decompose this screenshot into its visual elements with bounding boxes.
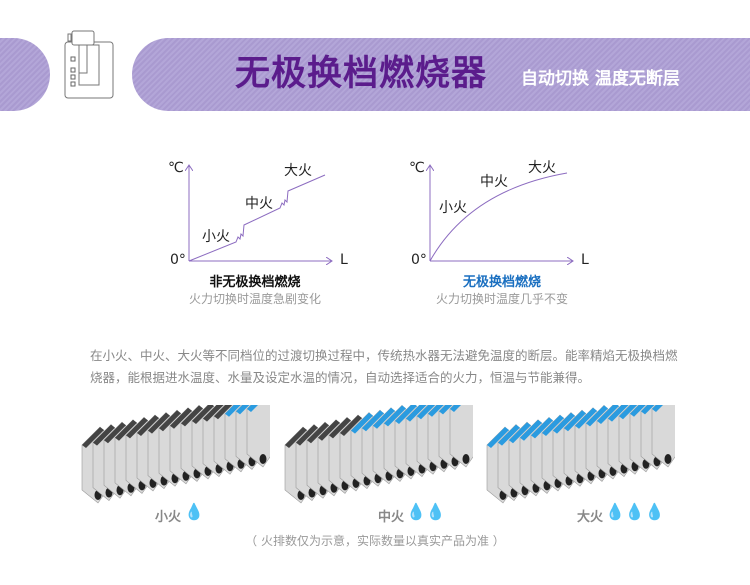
burner-bank-large bbox=[486, 405, 675, 504]
level-label: 中火 bbox=[245, 196, 273, 212]
x-label: L bbox=[340, 252, 348, 268]
chart-subcaption: 火力切换时温度几乎不变 bbox=[435, 292, 568, 306]
level-label: 小火 bbox=[202, 229, 230, 245]
banner bbox=[132, 38, 750, 111]
chart-stepped bbox=[0, 0, 750, 300]
y-unit: ℃ bbox=[409, 160, 425, 176]
burner-unit bbox=[651, 405, 675, 468]
origin-label: 0° bbox=[411, 252, 427, 268]
footnote: （ 火排数仅为示意，实际数量以真实产品为准 ） bbox=[245, 534, 505, 548]
level-label: 大火 bbox=[528, 160, 556, 176]
gear-shift-icon bbox=[64, 30, 114, 99]
burner-bank-medium bbox=[284, 405, 473, 504]
origin-label: 0° bbox=[170, 252, 186, 268]
stepped-line bbox=[188, 174, 326, 262]
page-subtitle: 自动切换 温度无断层 bbox=[521, 69, 680, 89]
smooth-curve bbox=[429, 172, 568, 262]
level-label: 小火 bbox=[439, 200, 467, 216]
bank-label: 小火 bbox=[155, 510, 182, 525]
burner-unit bbox=[246, 405, 270, 468]
bank-label: 中火 bbox=[378, 510, 405, 525]
water-drop-icon: 💧💧 bbox=[406, 502, 446, 521]
bank-label: 大火 bbox=[577, 510, 604, 525]
y-unit: ℃ bbox=[168, 160, 184, 176]
chart-caption: 无极换档燃烧 bbox=[462, 275, 541, 290]
chart-subcaption: 火力切换时温度急剧变化 bbox=[188, 292, 321, 306]
page-title: 无极换档燃烧器 bbox=[235, 54, 488, 94]
x-label: L bbox=[581, 252, 589, 268]
description: 在小火、中火、大火等不同档位的过渡切换过程中，传统热水器无法避免温度的断层。能率… bbox=[90, 348, 678, 385]
burner-unit bbox=[449, 405, 473, 468]
water-drop-icon: 💧💧💧 bbox=[605, 502, 665, 521]
water-drop-icon: 💧 bbox=[184, 502, 204, 521]
level-label: 大火 bbox=[284, 163, 312, 179]
burner-bank-small bbox=[81, 405, 270, 504]
chart-caption: 非无极换档燃烧 bbox=[209, 275, 301, 290]
level-label: 中火 bbox=[480, 174, 508, 190]
